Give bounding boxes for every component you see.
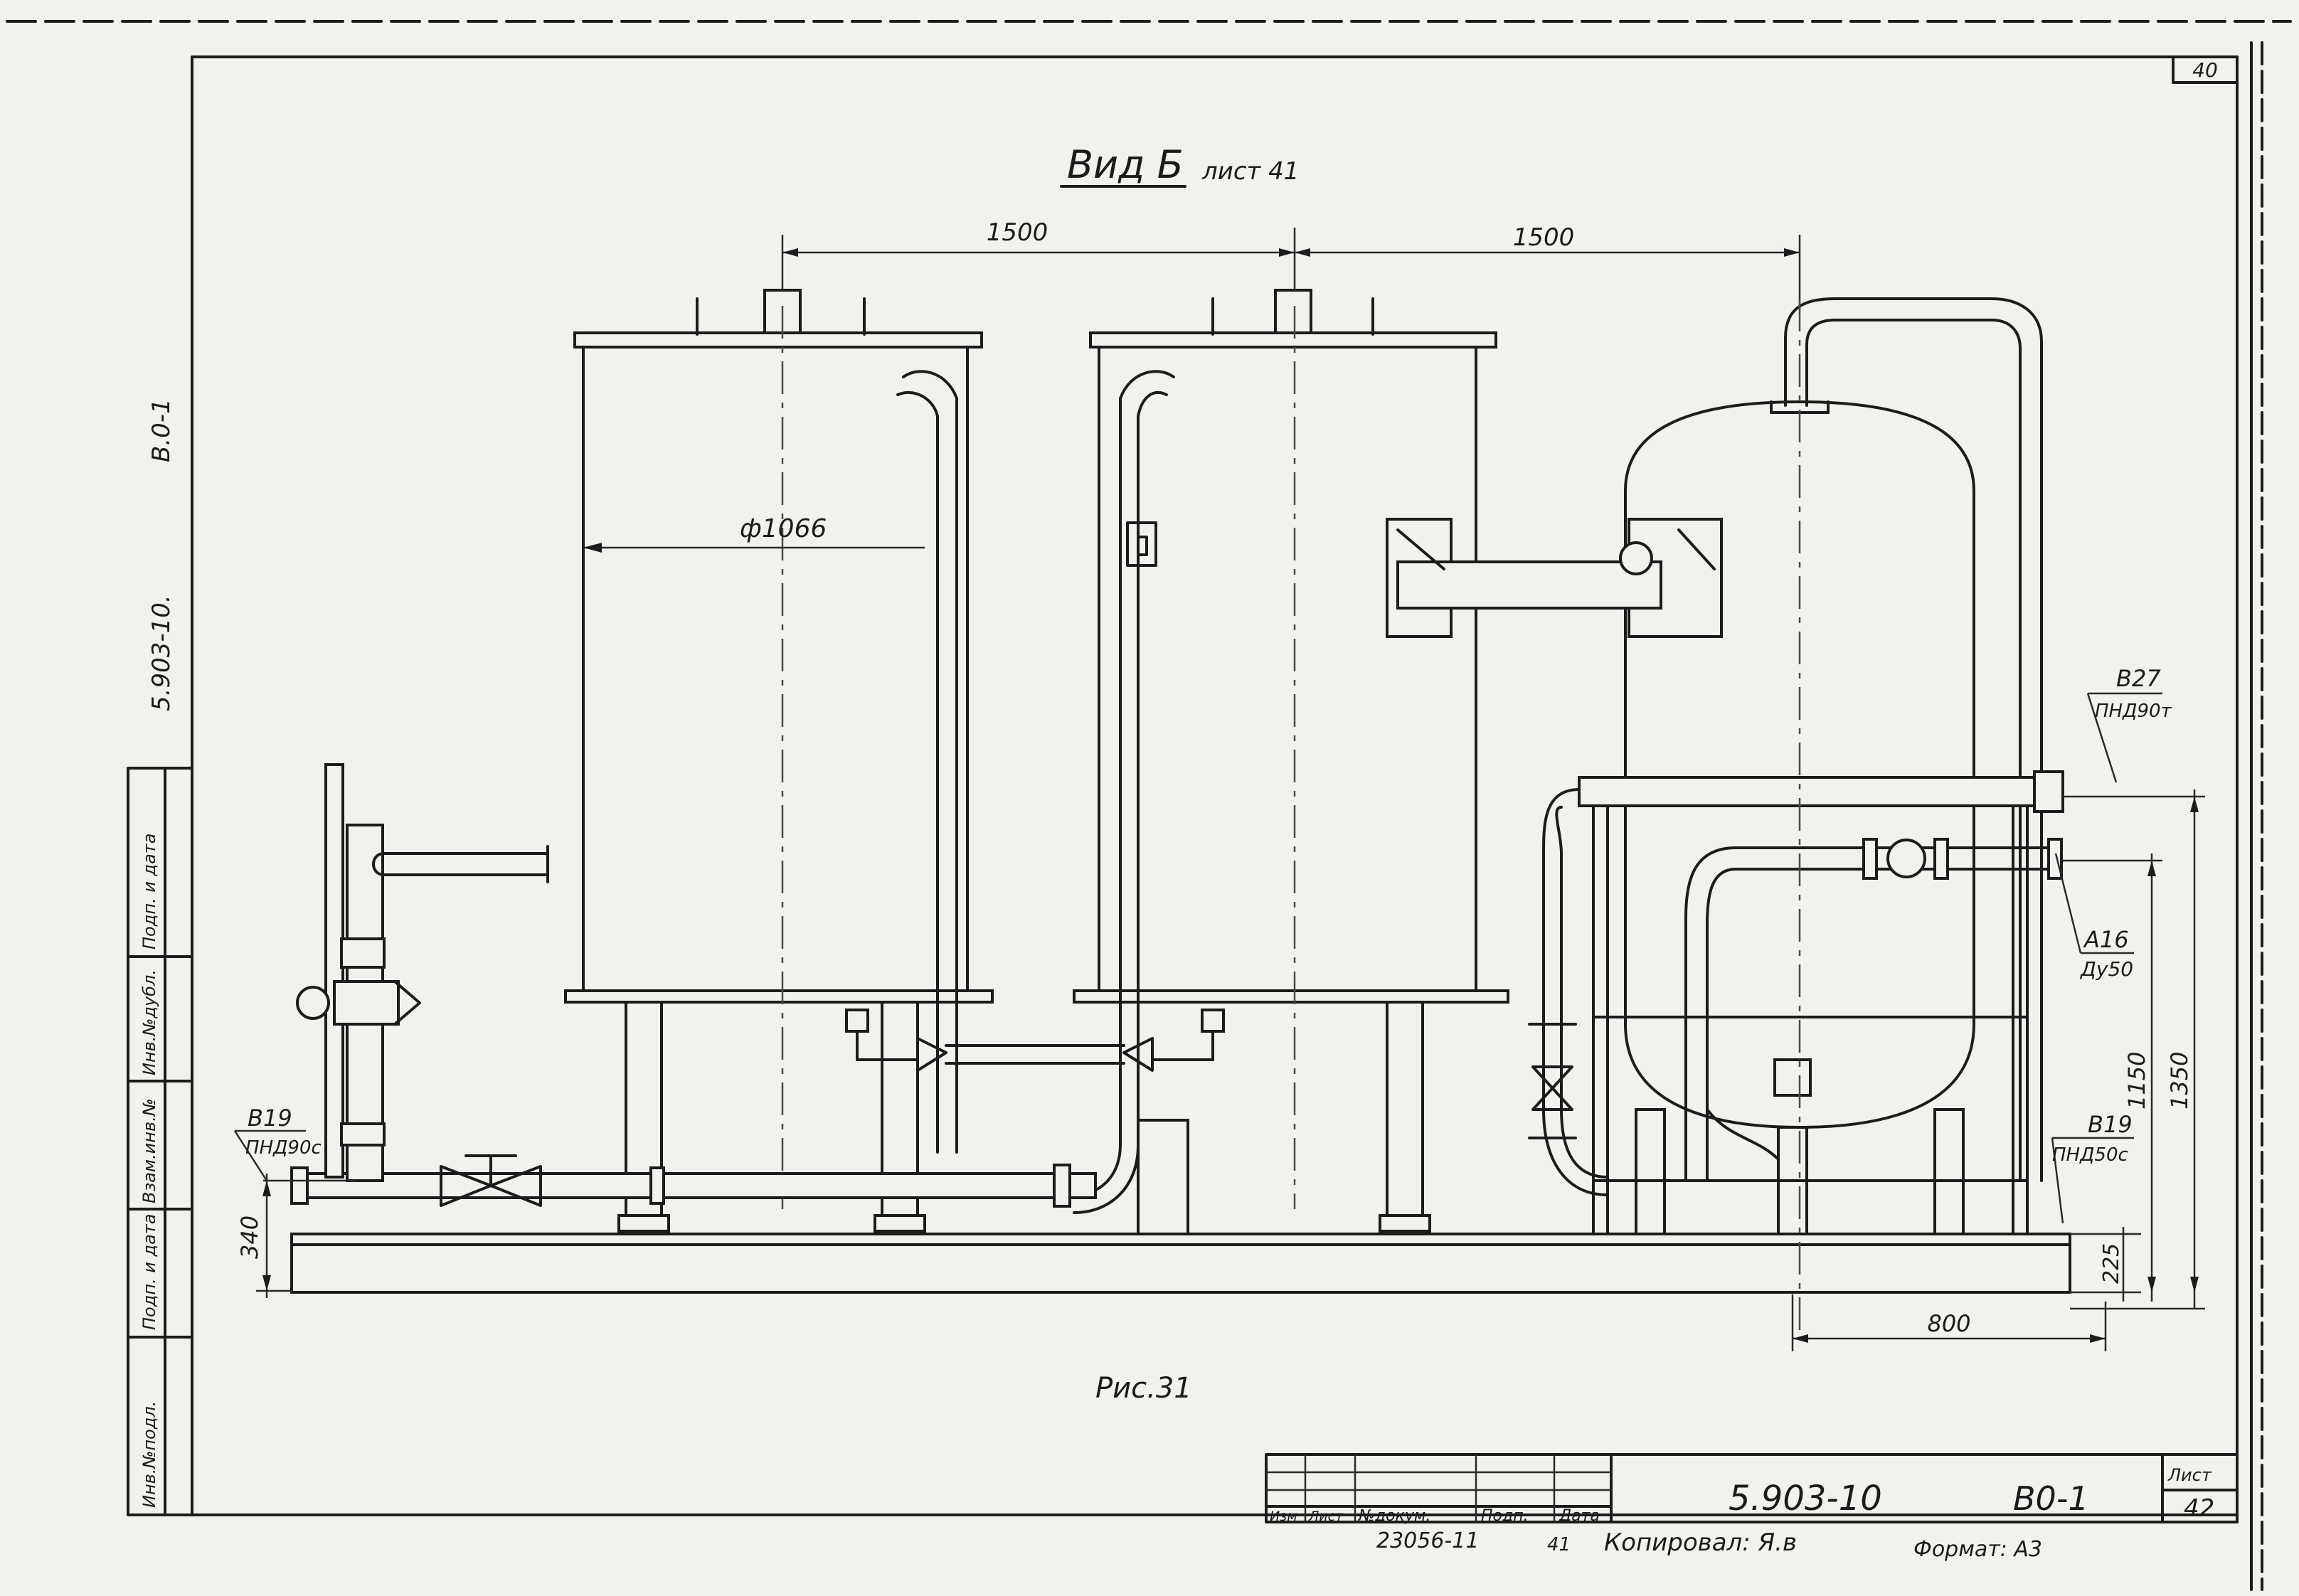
pressure-vessel (1528, 297, 2064, 1337)
callout-v19-left-code: B19 (248, 1105, 292, 1132)
tb-sheet-no: 42 (2184, 1494, 2214, 1523)
view-title: Вид Б (1067, 142, 1184, 187)
tb-header-izm: Изм (1270, 1509, 1297, 1524)
tb-sheet-code: В0-1 (2013, 1479, 2089, 1518)
header-pipe (290, 1154, 1097, 1208)
dim-width-800: 800 (1927, 1310, 1970, 1337)
side-stamp-cell-2: Подп. и дата (139, 1214, 159, 1331)
dim-height-1350: 1350 (2166, 1052, 2193, 1110)
callout-leaders (233, 692, 2162, 1224)
tb-copied-by: Копировал: Я.в (1604, 1528, 1797, 1557)
callout-a16-spec: Ду50 (2079, 957, 2133, 981)
callout-v19-left-spec: ПНД90с (245, 1137, 322, 1159)
callout-v27-spec: ПНД90т (2095, 701, 2172, 722)
sheet-number-corner: 40 (2192, 58, 2218, 82)
left-valve-stand (296, 763, 549, 1182)
tb-header-sign: Подп. (1481, 1507, 1529, 1525)
side-sheet-code: В.0-1 (147, 398, 176, 462)
side-stamp-cell-1: Инв.№подл. (139, 1401, 159, 1508)
tb-format: Формат: А3 (1913, 1537, 2042, 1562)
side-stamp-cell-5: Подп. и дата (139, 834, 159, 950)
support-bracket (1386, 518, 1723, 638)
dim-height-225: 225 (2099, 1243, 2124, 1284)
tank-1 (564, 289, 994, 1233)
side-dimension-lines (256, 789, 2205, 1351)
view-sheet-ref: лист 41 (1201, 157, 1299, 186)
tb-header-doc: №докум. (1358, 1507, 1430, 1525)
dim-spacing-left: 1500 (987, 218, 1048, 247)
tb-header-list: Лист (1308, 1509, 1344, 1524)
figure-caption: Рис.31 (1095, 1372, 1192, 1405)
side-stamp-cell-4: Инв.№дубл. (139, 969, 159, 1075)
tb-doc-number: 5.903-10 (1729, 1479, 1882, 1518)
connecting-pipes (845, 370, 1225, 1214)
tank-2 (1073, 289, 1509, 1235)
title-block (1265, 1453, 2239, 1523)
callout-v19-right-code: B19 (2088, 1111, 2133, 1138)
dim-spacing-right: 1500 (1513, 223, 1575, 252)
tb-inventory-sheet: 41 (1547, 1534, 1571, 1555)
tb-inventory: 23056-11 (1376, 1528, 1479, 1553)
tb-header-date: Дата (1559, 1507, 1600, 1525)
tb-sheet-label: Лист (2167, 1465, 2212, 1485)
side-stamp (127, 767, 193, 1516)
callout-v27-code: B27 (2116, 665, 2161, 692)
side-doc-code: 5.903-10. (147, 595, 176, 711)
side-stamp-cell-3: Взам.инв.№ (139, 1098, 159, 1203)
dim-height-340: 340 (236, 1215, 263, 1259)
callout-a16-code: A16 (2083, 926, 2129, 953)
base-frame (290, 1233, 2071, 1294)
callout-v19-right-spec: ПНД50с (2052, 1144, 2128, 1166)
dim-height-1150: 1150 (2123, 1052, 2150, 1110)
dim-diameter: ф1066 (740, 514, 827, 543)
